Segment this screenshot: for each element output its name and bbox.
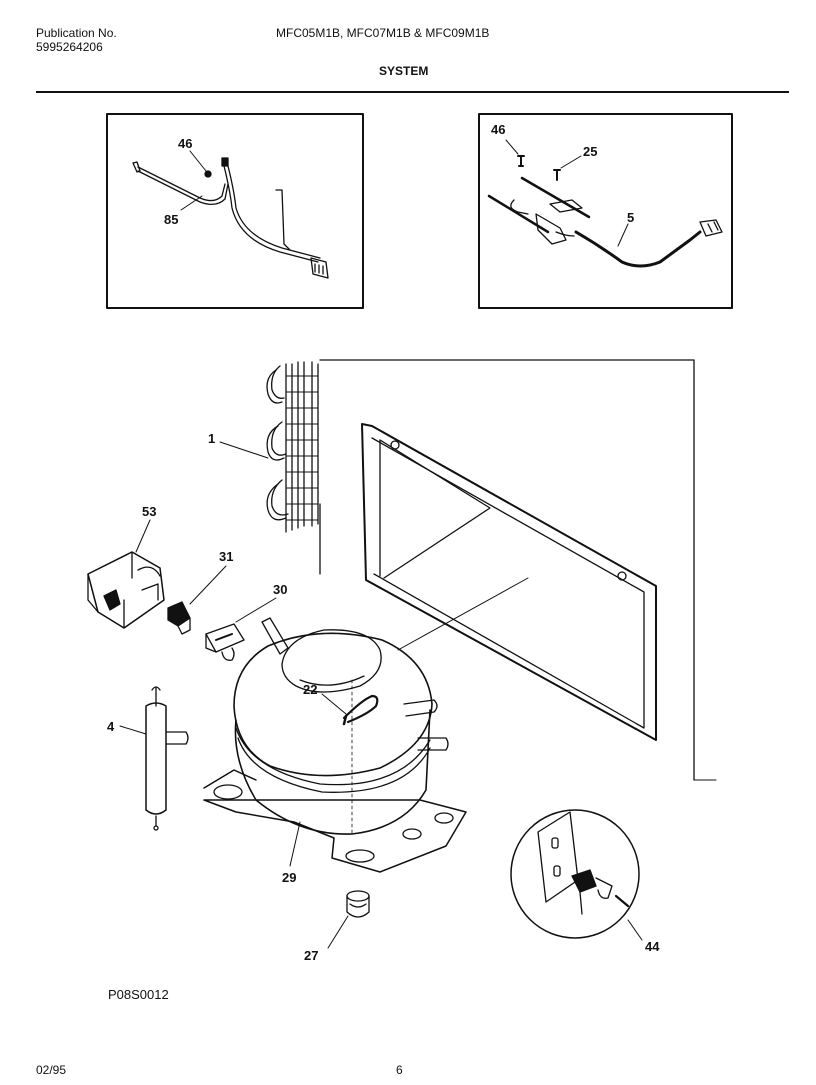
cord-assembly-5-part [487,176,723,268]
screw-46-right [517,155,525,167]
freezer-cabinet [319,359,717,781]
page-number: 6 [396,1063,403,1077]
callout-27: 27 [304,948,318,963]
heater-22-part [342,694,379,726]
callout-30: 30 [273,582,287,597]
callout-5: 5 [627,210,634,225]
overload-30-part [205,623,245,661]
power-cord-44-part [510,809,640,939]
callout-25: 25 [583,144,597,159]
inset-box-right [478,113,733,309]
callout-1: 1 [208,431,215,446]
callout-53: 53 [142,504,156,519]
section-title: SYSTEM [379,64,429,78]
condenser-1-part [266,361,319,533]
wire-harness-85-part [132,157,329,279]
callout-31: 31 [219,549,233,564]
publication-label: Publication No. [36,26,117,40]
header-divider [36,91,789,93]
callout-29: 29 [282,870,296,885]
callout-46-left: 46 [178,136,192,151]
inset-box-left [106,113,364,309]
relay-cover-53-part [87,551,165,629]
callout-22: 22 [303,682,317,697]
callout-85: 85 [164,212,178,227]
screw-25 [553,169,561,181]
callout-4: 4 [107,719,115,734]
callout-46-right: 46 [491,122,505,137]
relay-31-part [167,601,191,635]
grommet-27-part [346,890,370,918]
callout-44: 44 [645,939,660,954]
publication-number: 5995264206 [36,40,103,54]
compressor-29-part [203,617,467,873]
model-numbers: MFC05M1B, MFC07M1B & MFC09M1B [276,26,490,40]
drawing-code: P08S0012 [108,987,169,1002]
footer-date: 02/95 [36,1063,67,1077]
screw-46-left [204,170,212,178]
drier-4-part [145,686,189,831]
